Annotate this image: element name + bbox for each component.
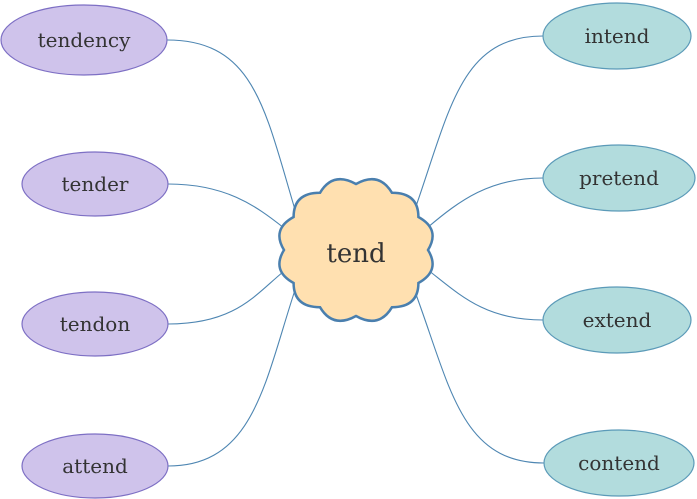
node-ellipse <box>543 429 695 497</box>
connector-tendency <box>166 39 297 214</box>
connector-tender <box>167 183 285 229</box>
node-ellipse <box>21 433 169 499</box>
node-label: attend <box>62 454 128 478</box>
connector-intend <box>413 35 544 213</box>
right-node-contend: contend <box>543 429 695 497</box>
right-node-extend: extend <box>542 286 692 354</box>
right-node-intend: intend <box>542 2 692 70</box>
connector-extend <box>427 269 544 321</box>
node-label: tendon <box>60 312 131 336</box>
left-node-tendency: tendency <box>0 4 168 76</box>
node-label: pretend <box>579 166 659 190</box>
node-label: contend <box>578 451 660 475</box>
connector-attend <box>167 286 297 467</box>
center-word: tend <box>326 239 385 269</box>
node-label: tender <box>62 172 129 196</box>
left-node-attend: attend <box>21 433 169 499</box>
node-ellipse <box>542 286 692 354</box>
connector-contend <box>413 288 545 464</box>
connector-pretend <box>426 177 544 229</box>
node-label: intend <box>585 24 650 48</box>
node-ellipse <box>542 2 692 70</box>
node-ellipse <box>542 144 696 212</box>
connector-tendon <box>167 271 284 325</box>
node-label: tendency <box>38 28 131 52</box>
node-ellipse <box>21 151 169 217</box>
right-node-pretend: pretend <box>542 144 696 212</box>
connectors <box>166 35 545 467</box>
node-ellipse <box>0 4 168 76</box>
left-node-tender: tender <box>21 151 169 217</box>
center-cloud-shape <box>278 177 434 323</box>
node-label: extend <box>583 308 652 332</box>
node-ellipse <box>21 291 169 357</box>
center-node: tend <box>278 177 434 323</box>
left-node-tendon: tendon <box>21 291 169 357</box>
